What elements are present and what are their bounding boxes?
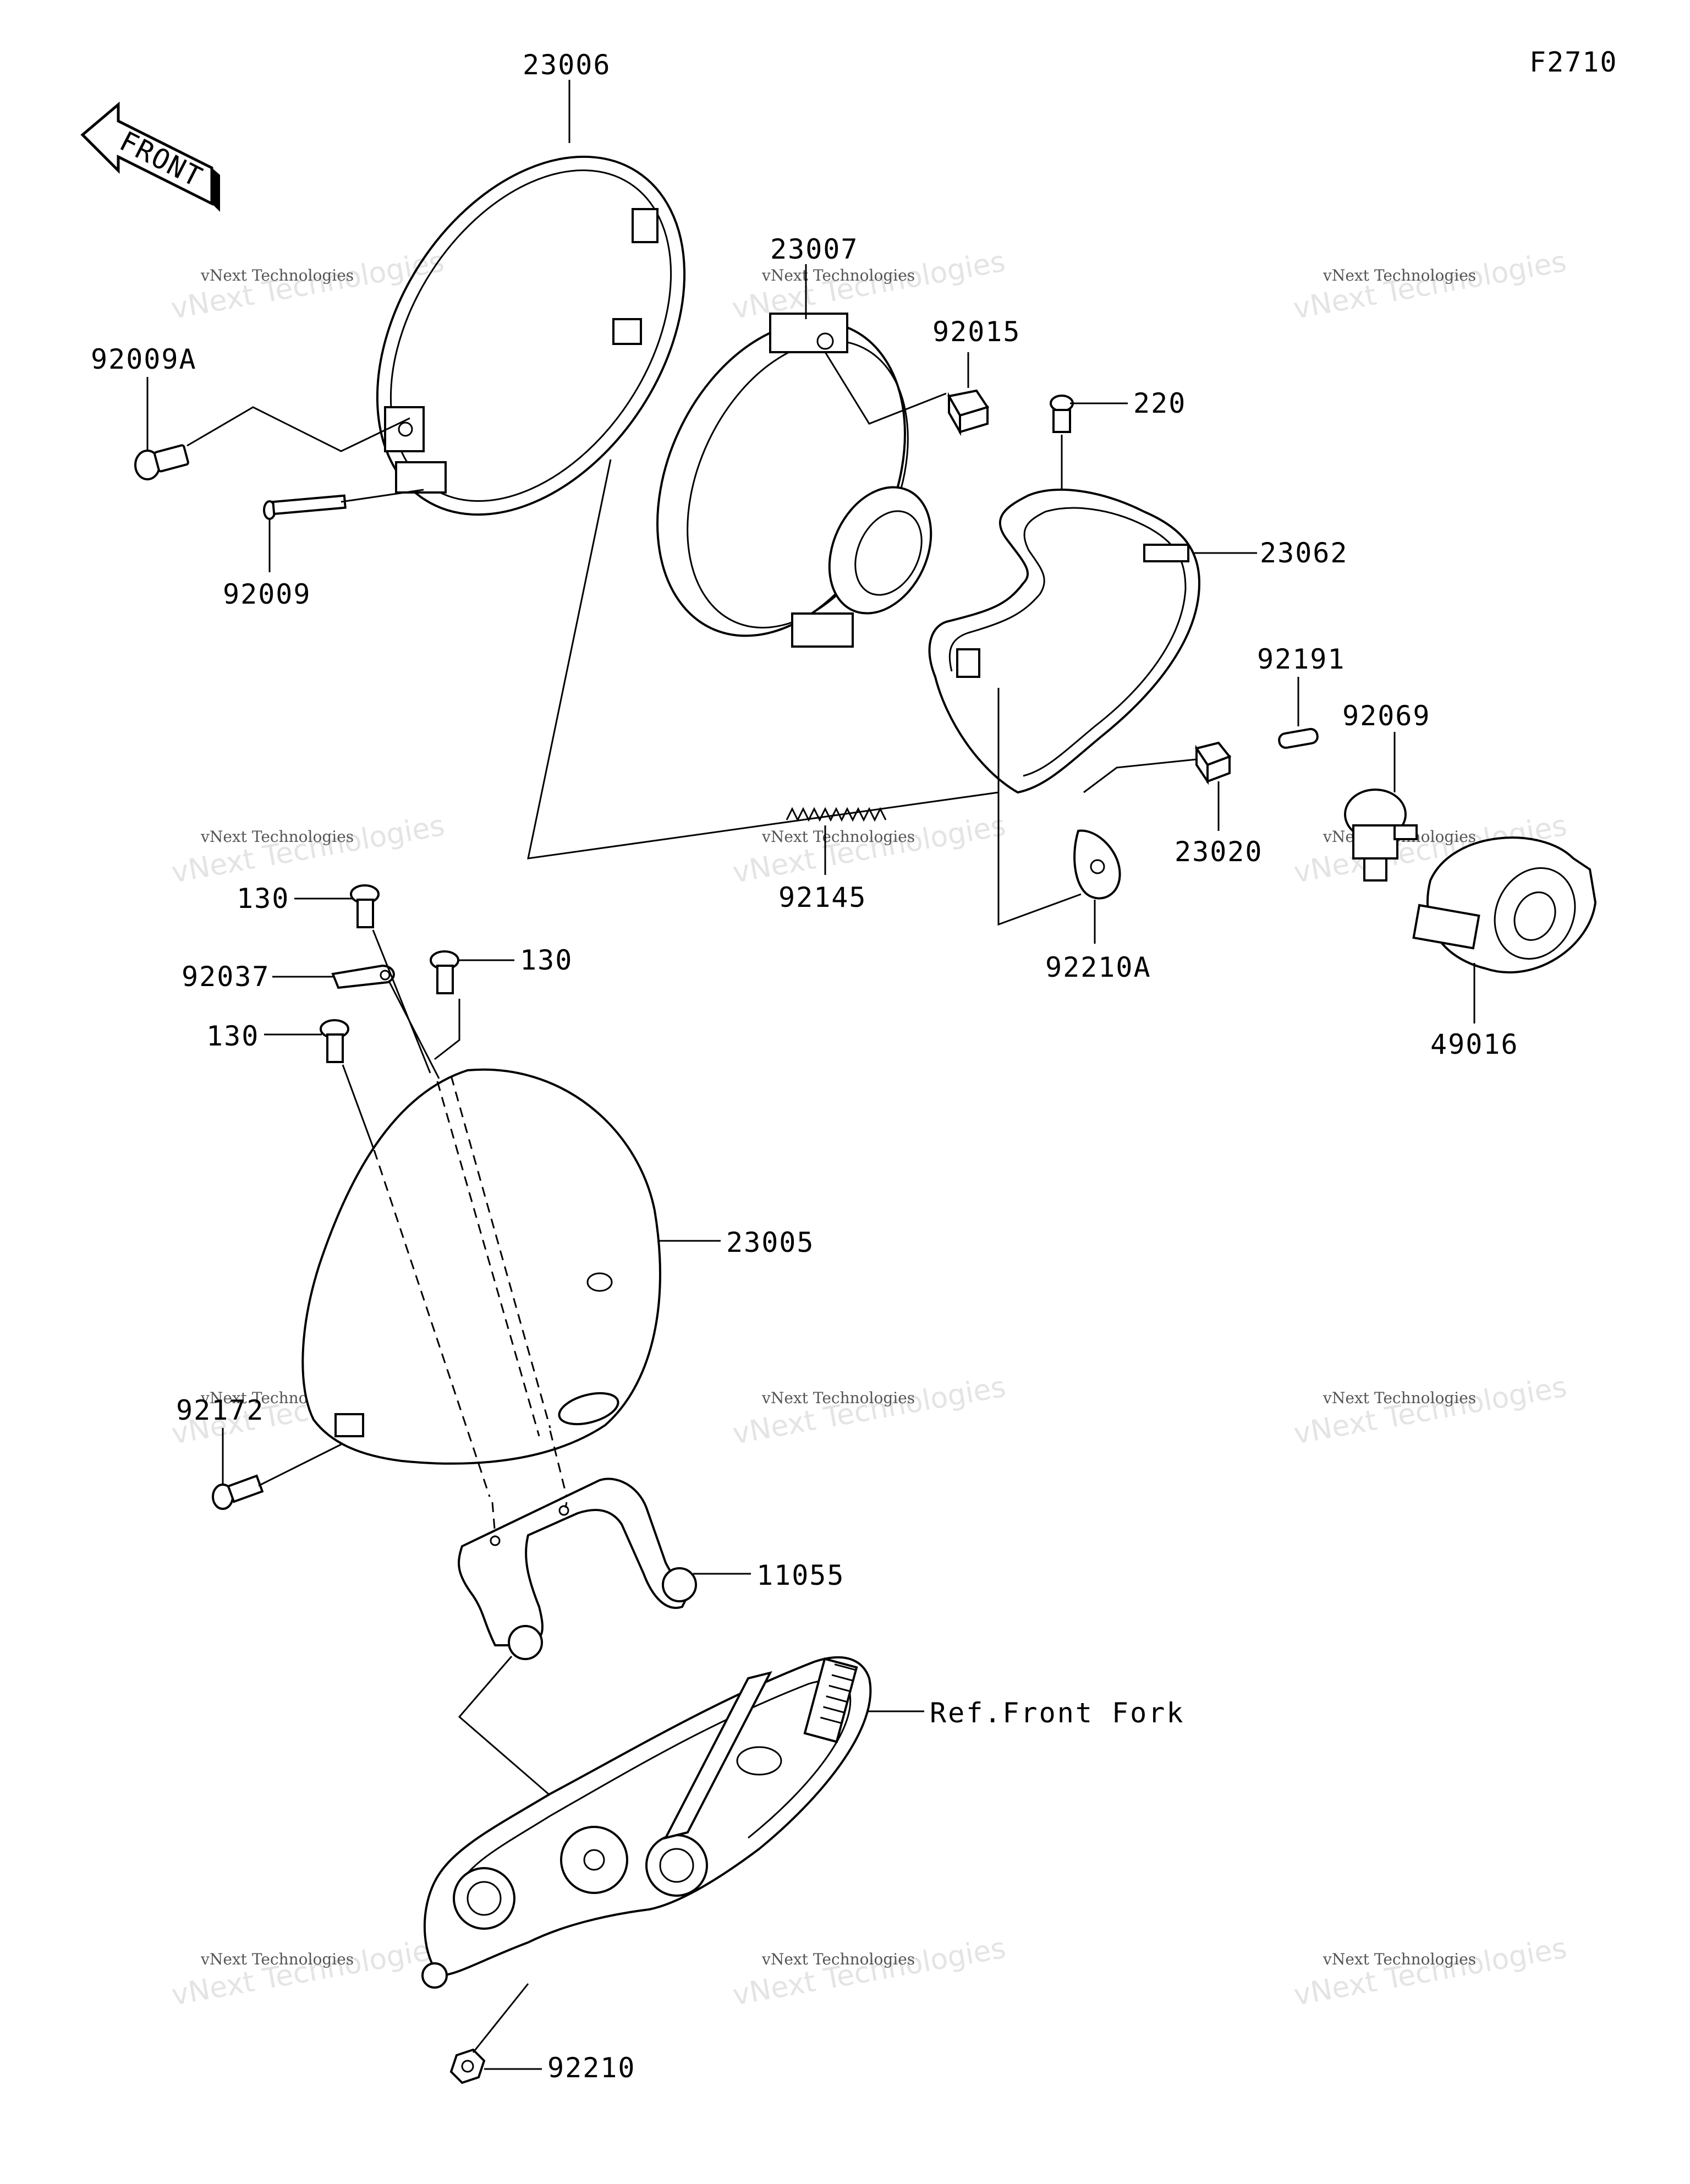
- label-92145: 92145: [778, 882, 867, 913]
- label-92009a: 92009A: [91, 343, 197, 375]
- watermark-text: vNext Technologies: [200, 266, 354, 284]
- part-92015-nut: [947, 389, 990, 436]
- part-92210a-nut: [1073, 829, 1121, 900]
- part-92009-screw: [263, 494, 347, 520]
- watermark-text: vNext Technologies: [169, 1931, 447, 2012]
- part-92191-pin: [1278, 727, 1319, 749]
- label-23020: 23020: [1175, 836, 1263, 868]
- watermark-text: vNext Technologies: [169, 245, 447, 326]
- label-23062: 23062: [1260, 537, 1348, 569]
- part-130-bolt: [320, 1019, 349, 1063]
- watermark-text: vNext Technologies: [1291, 1931, 1569, 2012]
- watermark-text: vNext Technologies: [1291, 1370, 1569, 1450]
- watermark-text: vNext Technologies: [730, 809, 1008, 889]
- part-23062-bracket: [928, 489, 1201, 794]
- part-49016-cover: [1412, 836, 1597, 974]
- watermark-text: vNext Technologies: [200, 828, 354, 846]
- part-23005-shell: [301, 1068, 661, 1465]
- label-92210: 92210: [547, 2052, 636, 2084]
- label-92037: 92037: [182, 961, 270, 993]
- watermark-text: vNext Technologies: [169, 809, 447, 889]
- front-arrow-icon: FRONT: [80, 101, 220, 212]
- figure-code: F2710: [1529, 46, 1618, 78]
- part-92145-spring: [786, 807, 887, 822]
- front-label: FRONT: [114, 125, 207, 194]
- part-23006-rim: [376, 155, 686, 516]
- watermark-text: vNext Technologies: [1323, 1950, 1476, 1968]
- label-92009: 92009: [223, 578, 311, 610]
- part-23007-reflector: [656, 313, 932, 648]
- label-130-c: 130: [206, 1020, 259, 1052]
- label-11055: 11055: [756, 1559, 845, 1591]
- label-92191: 92191: [1257, 643, 1346, 675]
- label-220: 220: [1133, 387, 1186, 419]
- part-220-screw: [1050, 395, 1074, 433]
- part-23020-nut: [1194, 741, 1232, 785]
- part-130-bolt: [350, 884, 380, 928]
- watermark-text: vNext Technologies: [1323, 1389, 1476, 1407]
- label-23007: 23007: [770, 233, 859, 265]
- label-130-a: 130: [237, 883, 289, 915]
- ref-front-fork-label: Ref.Front Fork: [930, 1697, 1184, 1729]
- part-92210-nut: [449, 2048, 486, 2084]
- front-fork-triple-clamp: [421, 1656, 872, 1989]
- label-130-b: 130: [520, 944, 573, 976]
- watermark-text: vNext Technologies: [1291, 245, 1569, 326]
- part-130-bolt: [430, 950, 459, 994]
- label-92015: 92015: [932, 316, 1021, 348]
- watermark-text: vNext Technologies: [761, 828, 915, 846]
- label-92210a: 92210A: [1045, 951, 1151, 983]
- watermark-text: vNext Technologies: [1323, 266, 1476, 284]
- watermark-text: vNext Technologies: [200, 1950, 354, 1968]
- label-49016: 49016: [1430, 1028, 1519, 1060]
- part-92009a-bolt: [134, 444, 189, 480]
- part-11055-bracket: [458, 1477, 697, 1660]
- watermark-text: vNext Technologies: [761, 1950, 915, 1968]
- watermark-text: vNext Technologies: [761, 1389, 915, 1407]
- part-92069-bulb: [1344, 789, 1418, 882]
- part-92172-screw: [212, 1474, 264, 1510]
- label-23005: 23005: [726, 1227, 815, 1258]
- part-92037-clamp: [331, 964, 395, 989]
- label-23006: 23006: [523, 49, 611, 81]
- label-92069: 92069: [1342, 700, 1431, 732]
- watermark-text: vNext Technologies: [730, 1370, 1008, 1450]
- watermark-text: vNext Technologies: [730, 1931, 1008, 2012]
- watermark-text: vNext Technologies: [761, 266, 915, 284]
- label-92172: 92172: [176, 1394, 265, 1426]
